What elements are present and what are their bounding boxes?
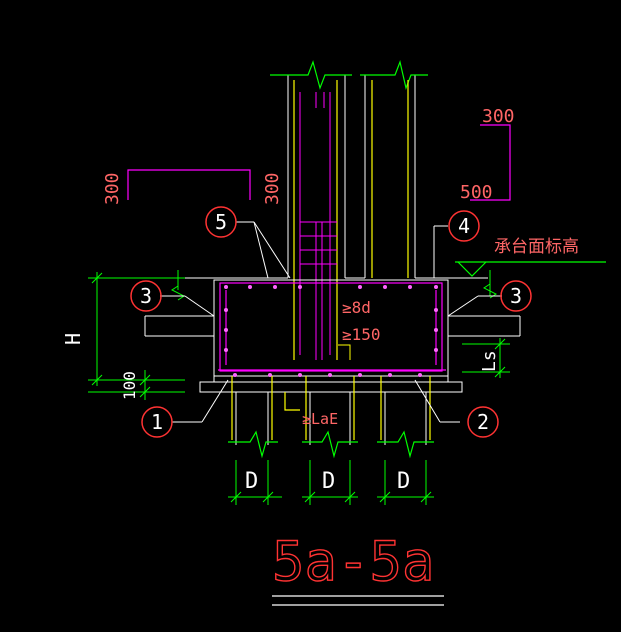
piles: [235, 392, 427, 445]
dim-d3-label: D: [397, 469, 410, 494]
rebar-150-label: ≥150: [342, 325, 381, 344]
callout-leaders: [160, 221, 502, 423]
callout-3-right-label: 3: [510, 284, 522, 308]
dim-ls-label: Ls: [479, 350, 500, 372]
section-title-underline: [272, 595, 444, 606]
rebar-8d-label: ≥8d: [342, 298, 371, 317]
cap-elevation-label: 承台面标高: [494, 237, 579, 257]
label-500: 500: [460, 182, 493, 203]
callout-5-label: 5: [215, 210, 227, 234]
callout-3-left: 3: [130, 280, 162, 312]
dim-d2-label: D: [322, 469, 335, 494]
callout-3-left-label: 3: [140, 284, 152, 308]
cap-rebar-cage: [218, 282, 446, 372]
column-break-line: [270, 59, 428, 91]
section-title: 5a-5a: [272, 530, 435, 593]
callout-1: 1: [141, 406, 173, 438]
callout-5: 5: [205, 206, 237, 238]
cap-rebar-dots: [224, 285, 438, 377]
cap-elevation-marker: [455, 261, 606, 277]
label-300-top: 300: [482, 106, 515, 127]
label-300-right: 300: [262, 172, 283, 205]
pile-break-lines: [228, 430, 434, 459]
top-right-bracket: [470, 124, 511, 201]
label-300-left: 300: [102, 172, 123, 205]
callout-1-label: 1: [151, 410, 163, 434]
dim-ls: [462, 270, 510, 378]
pile-cap-outline: [144, 277, 521, 393]
callout-4-label: 4: [458, 214, 470, 238]
top-left-bracket: [127, 169, 251, 200]
rebar-lae-label: ≥LaE: [302, 410, 338, 428]
dim-h-label: H: [61, 333, 85, 345]
callout-2-label: 2: [477, 410, 489, 434]
dim-d: [228, 460, 434, 505]
dim-h: [88, 270, 185, 400]
callout-2: 2: [467, 406, 499, 438]
callout-4: 4: [448, 210, 480, 242]
dim-d1-label: D: [245, 469, 258, 494]
column: [287, 75, 416, 278]
pile-rebar: [231, 376, 431, 440]
column-stirrups: [299, 92, 337, 360]
column-rebar: [293, 80, 409, 360]
dim-100-label: 100: [120, 371, 139, 400]
rebar-150-leader: [338, 344, 351, 360]
callout-3-right: 3: [500, 280, 532, 312]
